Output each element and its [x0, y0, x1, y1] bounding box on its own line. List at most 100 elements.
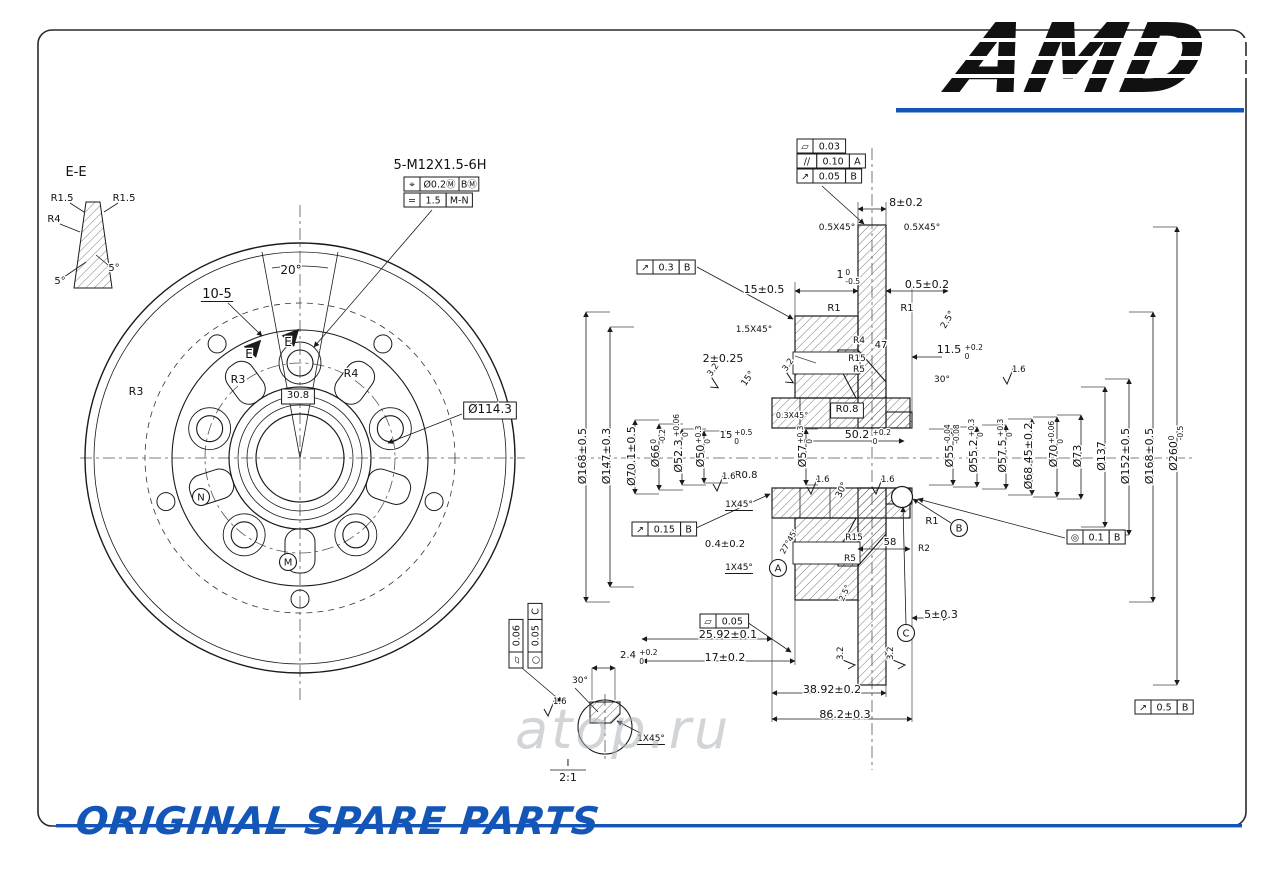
leader-line [912, 498, 952, 524]
frame-cell: 0.15 [654, 525, 675, 536]
frame-cell: B [850, 172, 857, 183]
dimension-label-group: R15 [844, 532, 864, 545]
dimension-label: 0.4±0.2 [705, 539, 745, 550]
dimension-label-group: 15+0.50 [718, 427, 754, 448]
disc-circle [171, 329, 429, 587]
tolerance-lower: -0.5 [1176, 425, 1185, 440]
dimension-label: 86.2±0.3 [819, 708, 870, 721]
frame-cell: Ø0.2Ⓜ [423, 180, 456, 191]
dimension-label: Ø168±0.5 [576, 428, 589, 484]
tolerance-lower: -0.08 [952, 424, 961, 444]
dimension-label-group: 15±0.5 [742, 282, 785, 298]
dimension-label: Ø57 [796, 445, 809, 468]
dimension-label-group: 38.92±0.2 [802, 682, 863, 698]
surface-finish-mark: 1.6 [806, 474, 831, 496]
surface-finish-mark: 3.2 [885, 645, 907, 670]
dimension-label-group: 50.2+0.20 [843, 427, 892, 448]
dimension-label-group: R4 [46, 213, 62, 227]
dimension-label: Ø114.3 [468, 402, 512, 416]
leader-line [743, 619, 792, 653]
extension-line [794, 355, 817, 364]
datum-circle [191, 487, 211, 507]
dimension-label-group: 5° [107, 262, 121, 276]
frame-cell-box [527, 602, 543, 620]
tolerance-upper: +0.3 [796, 425, 805, 443]
small-hole [156, 492, 176, 512]
dimension-label: 8±0.2 [889, 196, 923, 209]
frame-cell-box [678, 259, 696, 275]
frame-cell-box [445, 192, 473, 208]
frame-cell: B [684, 263, 691, 274]
dimension-label-group: 0.4±0.2 [704, 538, 747, 552]
dimension-label-group: 30° [571, 675, 590, 688]
dimension-label-group: R1.5 [49, 192, 74, 206]
tolerance-upper: 0 [1167, 435, 1176, 440]
dimension-label: 25.92±0.1 [699, 628, 757, 641]
finish-check-icon [1002, 366, 1015, 386]
dimension-label-group: 2.4+0.20 [619, 647, 659, 668]
disc-circle [93, 251, 507, 665]
dimension-label: Ø57.5 [996, 439, 1009, 472]
dimension-label-group: 30° [933, 374, 952, 387]
dimension-label: 58 [884, 537, 897, 548]
dimension-label: Ø152±0.5 [1119, 428, 1132, 484]
dimension-label-group: 0.5±0.2 [904, 277, 951, 293]
frame-cell-box [845, 168, 863, 184]
bolt-boss [278, 341, 322, 385]
dimension-label: R1 [827, 303, 840, 314]
datum-label: A [768, 558, 788, 578]
detail-scale-group: 2:1 [558, 770, 578, 786]
small-hole [373, 334, 393, 354]
flange-window [365, 468, 412, 505]
leader-line [917, 497, 1066, 539]
tolerance-upper: +0.06 [672, 414, 681, 437]
frame-cell: B [1182, 703, 1189, 714]
dimension-label: Ø168±0.5 [1143, 428, 1156, 484]
dimension-label-group: R3 [229, 372, 246, 388]
dimension-label: Ø137 [1095, 441, 1108, 471]
finish-value: 1.6 [1012, 365, 1026, 375]
dimension-label: 17±0.2 [705, 651, 746, 664]
section-label-group: E-E [64, 164, 88, 182]
finish-value: 1.6 [816, 475, 830, 485]
surface-finish-mark: 3.2 [704, 360, 723, 389]
leader-line [693, 493, 771, 530]
dimension-label-group: R3 [127, 384, 144, 400]
dimension-label: 1X45° [725, 563, 753, 573]
dimension-label-group: E [283, 334, 293, 351]
frame-cell: BⓂ [461, 180, 478, 191]
dimension-label: R0.8 [836, 404, 859, 415]
datum-label: B [949, 518, 969, 538]
bolt-boss [188, 407, 232, 451]
small-hole [424, 492, 444, 512]
dimension-label: 5±0.3 [924, 608, 958, 621]
brand-logo: AMD [905, 3, 1265, 115]
disc-circle [84, 242, 516, 674]
dimension-label-group: Ø55-0.04-0.08 [942, 423, 963, 469]
frame-cell-box [1108, 529, 1126, 545]
dimension-label-group: R1 [899, 302, 915, 316]
dimension-label-group: 25.92±0.1 [698, 627, 759, 643]
frame-cell-box [458, 176, 480, 192]
datum-letter: C [903, 629, 910, 640]
surface-finish-mark: 1.6 [871, 474, 896, 496]
dimension-label-group: Ø152±0.5 [1118, 427, 1134, 486]
dimension-label-group: R2 [917, 543, 932, 556]
frame-cell: 0.5 [1157, 703, 1172, 714]
dimension-label: Ø68.45±0.2 [1022, 423, 1035, 490]
finish-check-icon [887, 657, 907, 670]
tolerance-lower: 0 [873, 437, 878, 446]
frame-cell-box [848, 153, 866, 169]
frame-cell-box [508, 618, 524, 653]
dimension-label-group: Ø68.45±0.2 [1021, 421, 1037, 490]
tolerance-upper: +0.2 [639, 648, 657, 657]
datum-circle [896, 623, 916, 643]
frame-cell: 0.05 [819, 172, 840, 183]
dimension-label-group: E [244, 346, 254, 363]
